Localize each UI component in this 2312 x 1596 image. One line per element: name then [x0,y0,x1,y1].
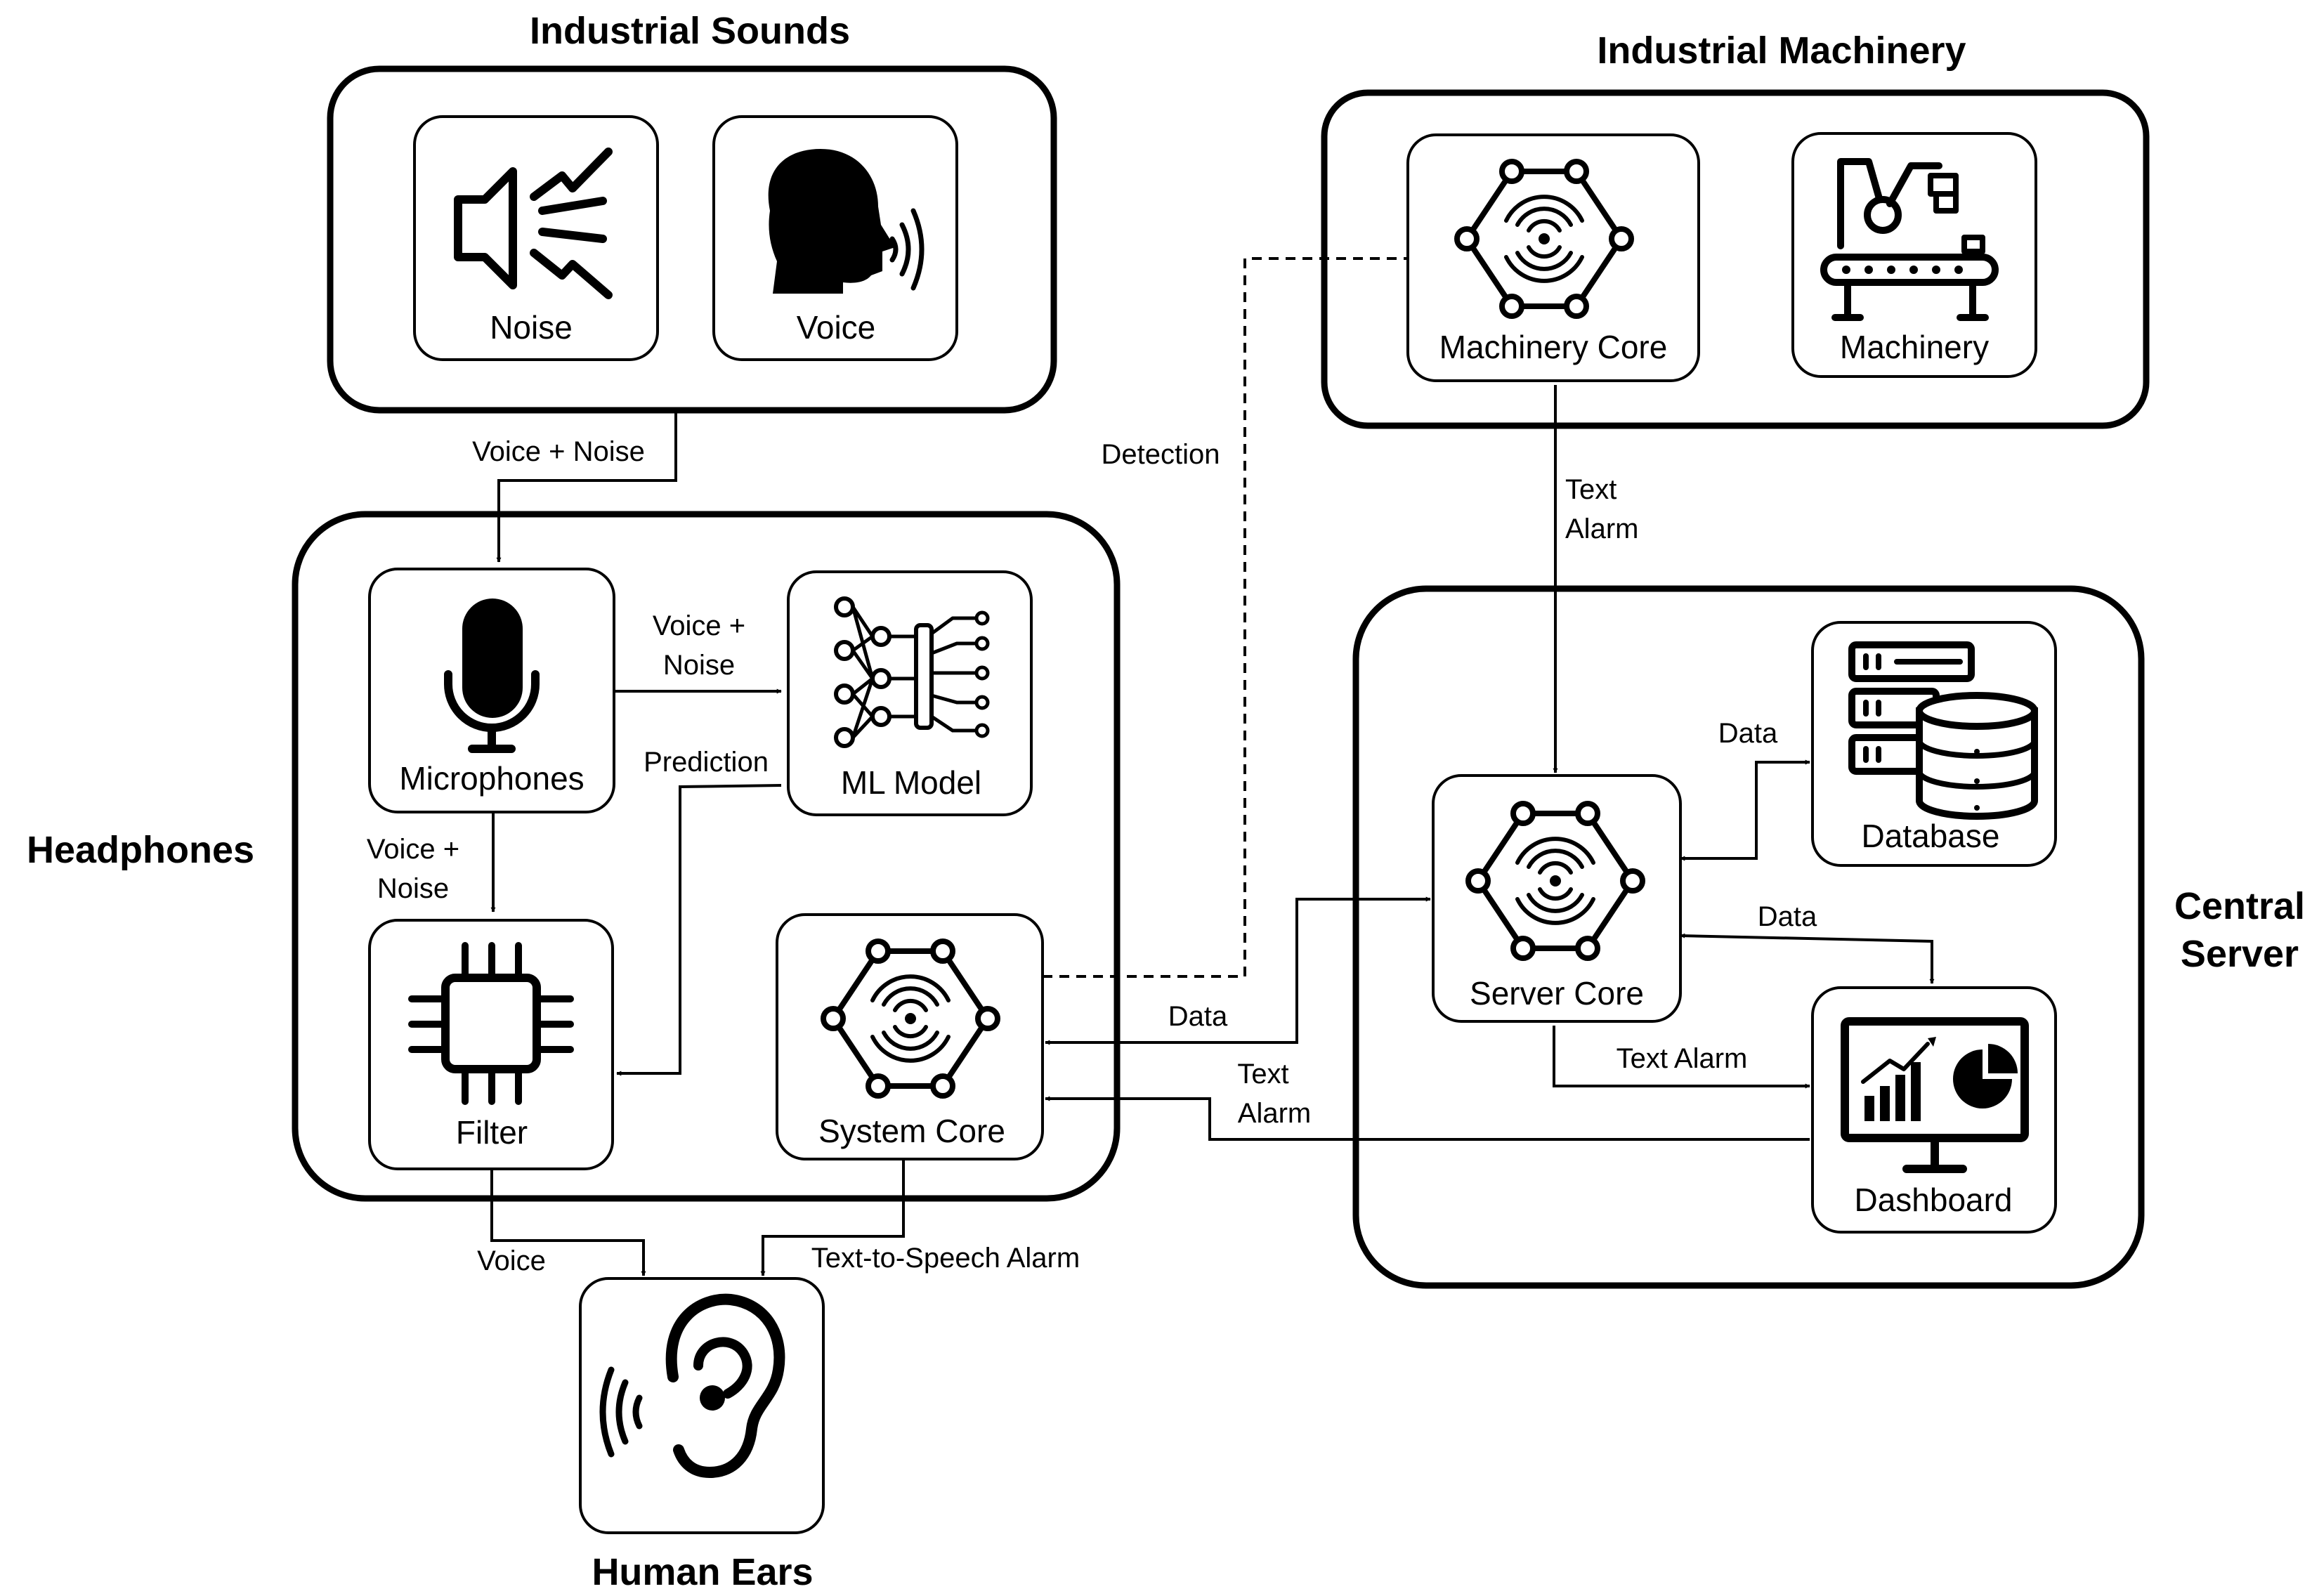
group-title-industrial-sounds: Industrial Sounds [530,10,850,52]
edge-dashboard-to-system [1045,1096,1810,1141]
edge-label-mic-ml-line2: Noise [663,650,735,681]
edge-ml-model-to-filter [616,784,782,1076]
node-human-ears [579,1277,825,1534]
node-label-filter: Filter [456,1114,528,1151]
edge-label-machinery-text-line1: Text [1565,474,1617,505]
neural-network-icon [834,596,990,748]
edge-label-tts-alarm: Text-to-Speech Alarm [811,1243,1080,1274]
node-label-microphones: Microphones [399,760,584,797]
group-box-industrial-sounds [327,65,1057,414]
network-core-icon [1465,801,1645,961]
edge-label-dash-data: Data [1758,901,1817,932]
edge-server-dashboard-data [1680,933,1935,984]
database-server-icon [1848,641,2038,820]
group-box-headphones [292,511,1121,1202]
edge-label-mic-ml-line1: Voice + [653,610,745,641]
group-title-industrial-machinery: Industrial Machinery [1597,30,1966,72]
node-label-machinery: Machinery [1840,329,1989,365]
edge-label-mic-filter-line1: Voice + [367,834,459,865]
edge-system-to-ears [760,1159,905,1276]
node-ml-model: ML Model [787,570,1033,816]
edge-label-server-dash-alarm: Text Alarm [1617,1043,1748,1074]
chip-icon [408,942,574,1105]
dashboard-monitor-icon [1841,1017,2029,1173]
edge-sounds-to-microphones [496,410,677,563]
node-label-database: Database [1862,818,2000,854]
node-system-core: System Core [776,913,1044,1160]
edge-label-server-system-data: Data [1168,1001,1228,1032]
edge-label-dash-system-line2: Alarm [1238,1098,1311,1129]
node-machinery: Machinery [1791,132,2037,378]
edge-label-mic-filter-line2: Noise [377,873,449,904]
edge-label-voice-out: Voice [477,1245,546,1276]
edge-label-db-data: Data [1718,718,1778,749]
edge-server-to-dashboard-alarm [1553,1026,1810,1089]
node-label-dashboard: Dashboard [1854,1182,2012,1218]
node-voice: Voice [712,115,958,361]
node-machinery-core: Machinery Core [1406,133,1700,382]
speaking-head-icon [768,149,925,294]
node-database: Database [1811,621,2057,867]
node-label-machinery-core: Machinery Core [1439,329,1668,365]
edge-label-dash-system-line1: Text [1237,1059,1288,1090]
node-dashboard: Dashboard [1811,986,2057,1234]
node-label-ml-model: ML Model [841,764,981,801]
edge-label-detection: Detection [1102,439,1220,470]
group-title-human-ears: Human Ears [592,1551,813,1593]
node-label-voice: Voice [797,309,876,346]
edge-detection [1043,257,1406,978]
group-title-central-server-line1: Central [2174,885,2305,927]
edge-label-prediction: Prediction [644,747,769,778]
node-noise: Noise [413,115,659,361]
node-microphones: Microphones [368,568,615,813]
ear-icon [599,1293,785,1478]
microphone-icon [444,598,540,753]
edge-label-voice-noise-top: Voice + Noise [472,436,645,467]
network-core-icon [821,938,1000,1099]
edge-system-server-data [1045,896,1431,1045]
node-label-system-core: System Core [818,1113,1005,1149]
group-title-central-server-line2: Server [2181,933,2299,975]
edge-label-machinery-text-line2: Alarm [1565,514,1638,544]
node-label-noise: Noise [490,309,573,346]
node-filter: Filter [368,919,614,1170]
robotic-arm-conveyor-icon [1820,158,1999,321]
edge-filter-to-ears [490,1169,646,1276]
group-title-headphones: Headphones [27,829,254,871]
edge-server-database [1680,759,1810,861]
node-server-core: Server Core [1432,774,1682,1023]
speaker-noise-icon [454,148,613,299]
node-label-server-core: Server Core [1470,975,1644,1012]
network-core-icon [1454,159,1634,319]
